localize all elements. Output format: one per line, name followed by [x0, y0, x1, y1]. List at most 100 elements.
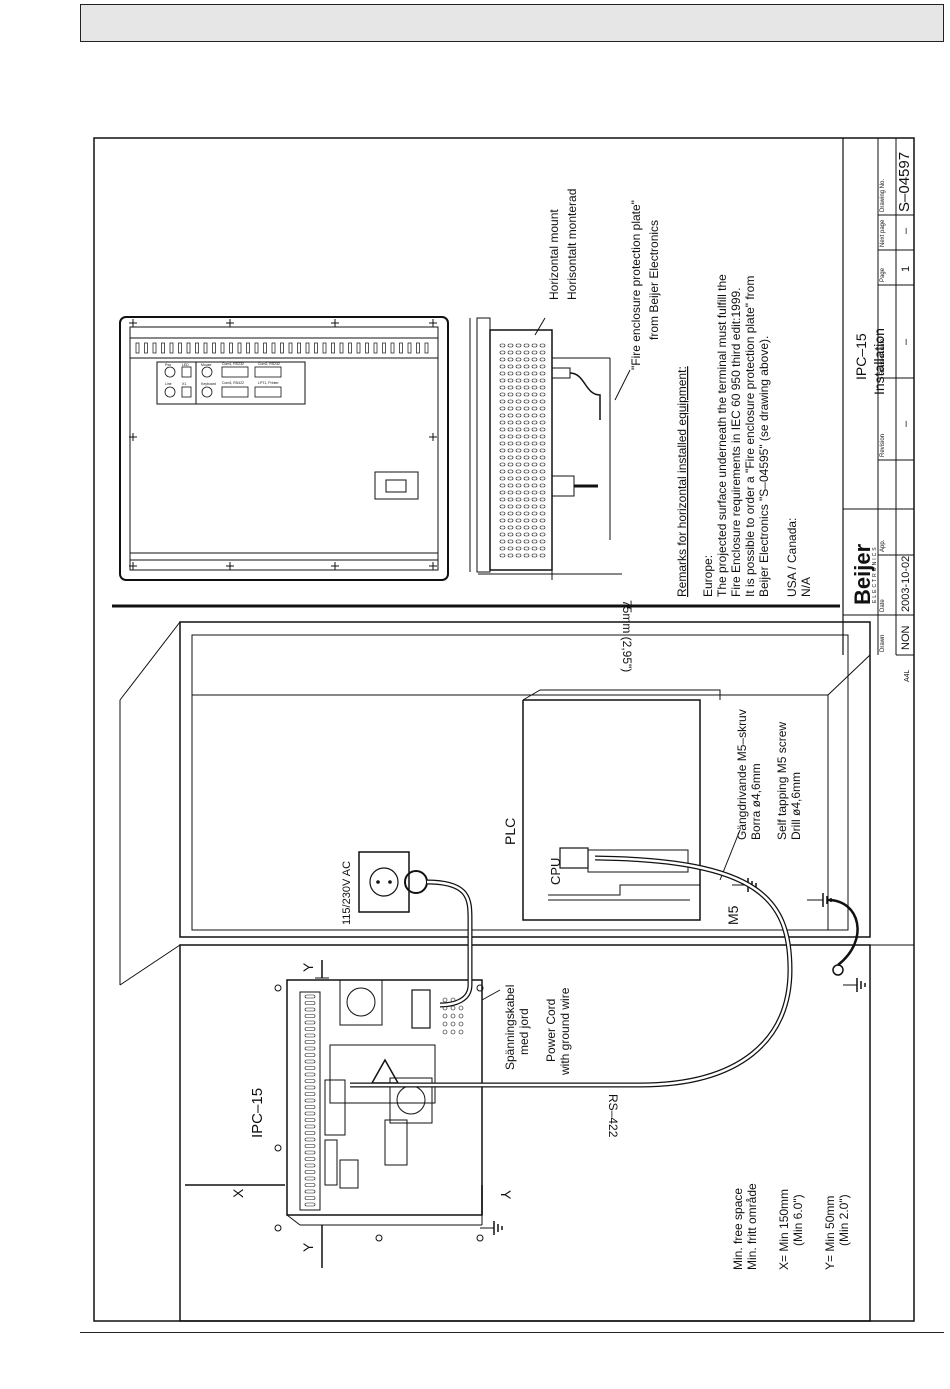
side-vent — [539, 364, 546, 369]
side-vent — [499, 490, 506, 495]
side-vent — [523, 525, 530, 530]
vent-slot — [348, 342, 352, 354]
m5-label: M5 — [725, 905, 741, 925]
port-dsub — [254, 386, 282, 398]
y-label-right: Y — [498, 1190, 514, 1200]
vent-slot — [186, 342, 191, 354]
port-label: Com1, RS232 — [222, 362, 244, 366]
side-vent — [531, 469, 538, 474]
ipc-vent — [304, 1027, 316, 1031]
side-vent — [531, 385, 538, 390]
mounting-marks — [129, 319, 437, 570]
side-vent — [523, 532, 530, 537]
port-label: LED — [182, 363, 189, 367]
revision-date-label: Revision date — [880, 338, 886, 375]
ipc-grille — [442, 1021, 448, 1027]
vent-slot — [322, 342, 327, 354]
side-vent — [507, 420, 514, 425]
power-outlet-label: 115/230V AC — [341, 861, 353, 925]
side-vent — [523, 427, 530, 432]
side-vent — [531, 413, 538, 418]
side-vent — [499, 525, 506, 530]
vent-slot — [195, 342, 199, 354]
port-label: Line — [165, 382, 172, 386]
ipc-grille — [458, 1005, 464, 1011]
vent-slot — [152, 342, 157, 354]
side-vent — [507, 406, 514, 411]
next-page-label: Next page — [880, 219, 886, 247]
page-label: Page — [880, 267, 886, 282]
side-vent — [499, 476, 506, 481]
side-vent — [499, 511, 506, 516]
side-vent — [531, 434, 538, 439]
side-vent — [507, 497, 514, 502]
depth-dimension — [478, 568, 622, 580]
ipc-vent — [304, 1072, 316, 1077]
vent-slot — [263, 342, 267, 354]
x-min-1: X= Min 150mm — [777, 1189, 791, 1270]
power-cord-line-2: med jord — [517, 1008, 531, 1055]
side-vent — [515, 399, 522, 404]
ipc-grille — [442, 1013, 448, 1019]
side-vent — [507, 427, 514, 432]
side-vent — [539, 518, 546, 523]
mount-hole — [274, 1144, 282, 1152]
paper-size: A4L — [904, 669, 911, 682]
side-vent — [507, 364, 514, 369]
side-vent — [539, 413, 546, 418]
side-vent — [507, 469, 514, 474]
vent-slot — [365, 342, 369, 354]
vent-slot — [229, 342, 233, 354]
side-vent — [523, 553, 530, 558]
subject-title: Installation — [871, 328, 887, 395]
side-vent — [507, 539, 514, 544]
ipc-vent — [304, 1163, 316, 1168]
screw-line-1: Gängdrivande M5–skruv — [735, 709, 749, 840]
ipc-grille — [450, 1005, 456, 1011]
side-vent — [523, 392, 530, 397]
side-vent — [523, 371, 530, 376]
plc-label: PLC — [502, 818, 518, 845]
side-vent — [539, 462, 546, 467]
fire-plate-line1: "Fire enclosure protection plate" — [629, 200, 643, 370]
side-vent — [539, 385, 546, 390]
ipc-vent — [304, 1014, 316, 1018]
side-vent — [531, 378, 538, 383]
side-vent — [539, 546, 546, 551]
ipc-vent — [304, 994, 316, 999]
usa-label: USA / Canada: — [785, 518, 799, 597]
vent-holes-row — [135, 342, 429, 354]
ipc-grille — [450, 1021, 456, 1027]
side-vent — [523, 343, 530, 348]
ipc-grille — [450, 1013, 456, 1019]
ipc-grille — [442, 997, 448, 1003]
ipc-vent — [304, 1176, 316, 1181]
power-cord-cable-inner — [426, 880, 472, 1007]
side-vent — [515, 413, 522, 418]
ipc-vent — [304, 1118, 316, 1122]
side-vent — [507, 504, 514, 509]
side-vent — [531, 525, 538, 530]
side-vent — [515, 420, 522, 425]
vent-slot — [314, 342, 318, 354]
side-vent — [539, 434, 546, 439]
ipc-vent — [304, 1053, 316, 1057]
side-vent — [531, 441, 538, 446]
mount-hole — [274, 984, 282, 992]
ipc-vent — [304, 1001, 316, 1005]
side-vent — [515, 448, 522, 453]
app-label: App. — [880, 539, 886, 552]
side-vent — [499, 448, 506, 453]
ipc-vent — [304, 1170, 316, 1174]
port-label: X1 — [182, 382, 186, 386]
screw-line-4: Drill ø4,6mm — [789, 772, 803, 840]
vent-slot — [144, 342, 148, 354]
side-vent — [523, 441, 530, 446]
ground-wire — [827, 898, 859, 966]
side-vent — [499, 357, 506, 362]
drawing-frame — [93, 137, 915, 1322]
side-vent — [515, 553, 522, 558]
side-vent — [507, 532, 514, 537]
vent-slot — [339, 342, 344, 354]
